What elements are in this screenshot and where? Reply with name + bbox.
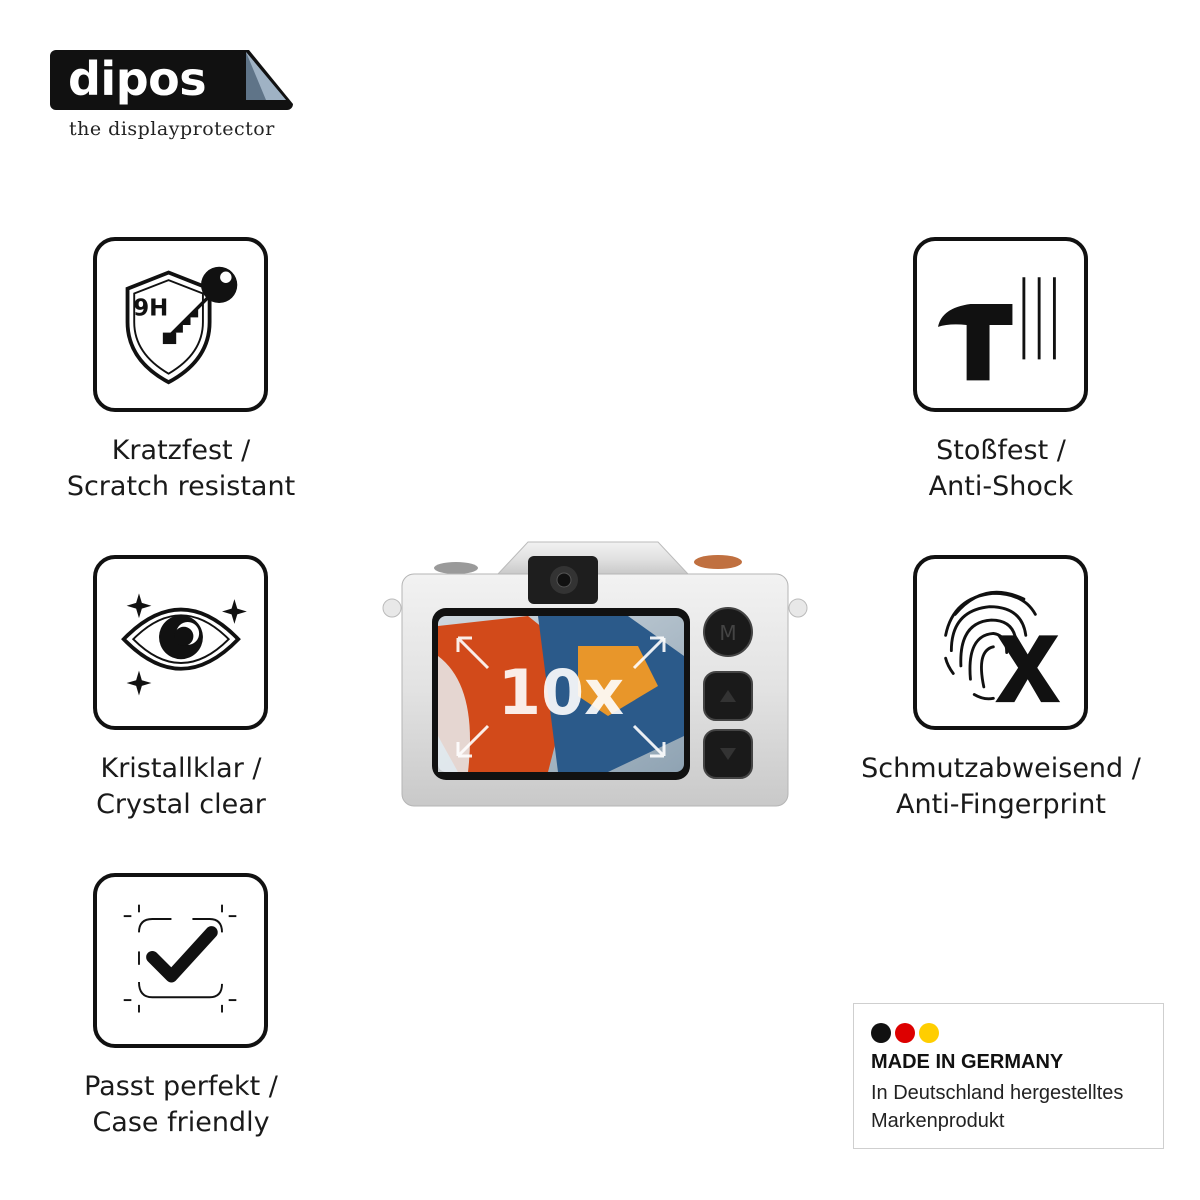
caption-en: Case friendly (92, 1107, 270, 1138)
made-in-germany-badge: MADE IN GERMANY In Deutschland hergestel… (853, 1003, 1164, 1149)
feature-caption: Kristallklar / Crystal clear (0, 751, 381, 823)
svg-text:9H: 9H (133, 295, 168, 321)
fingerprint-x-icon (944, 590, 1061, 703)
caption-en: Crystal clear (96, 789, 266, 820)
caption-de: Kratzfest / (111, 435, 251, 466)
brand-logo: dipos the displayprotector (50, 50, 295, 145)
caption-en: Anti-Fingerprint (896, 789, 1106, 820)
icon-frame (913, 237, 1088, 412)
feature-caption: Schmutzabweisend / Anti-Fingerprint (801, 751, 1200, 823)
caption-de: Kristallklar / (100, 753, 262, 784)
hammer-impact-icon (937, 277, 1056, 381)
mode-button-label: M (719, 621, 736, 645)
made-in-germany-subtitle: In Deutschland hergestelltes Markenprodu… (871, 1079, 1123, 1135)
zoom-label: 10x (498, 656, 624, 729)
logo-wordmark: dipos (68, 52, 207, 106)
made-subtitle-line1: In Deutschland hergestelltes (871, 1082, 1124, 1104)
flag-dot-red (895, 1023, 915, 1043)
checkmark-frame-icon (123, 904, 237, 1013)
icon-frame (93, 555, 268, 730)
icon-frame (93, 873, 268, 1048)
caption-de: Stoßfest / (936, 435, 1066, 466)
flag-dot-black (871, 1023, 891, 1043)
peel-corner-icon (246, 50, 293, 104)
flag-dot-gold (919, 1023, 939, 1043)
feature-caption: Stoßfest / Anti-Shock (801, 433, 1200, 505)
made-subtitle-line2: Markenprodukt (871, 1110, 1005, 1132)
caption-en: Anti-Shock (928, 471, 1074, 502)
icon-frame: 9H (93, 237, 268, 412)
icon-frame (913, 555, 1088, 730)
german-flag-dots (871, 1023, 943, 1043)
made-in-germany-title: MADE IN GERMANY (871, 1051, 1064, 1073)
feature-caption: Passt perfekt / Case friendly (0, 1069, 381, 1141)
caption-de: Schmutzabweisend / (861, 753, 1141, 784)
logo-badge: dipos (50, 50, 293, 110)
eye-sparkle-icon (121, 593, 247, 696)
caption-de: Passt perfekt / (84, 1071, 278, 1102)
kids-camera-product-image: 10x M (382, 541, 808, 807)
logo-tagline: the displayprotector (69, 118, 275, 140)
shield-key-9h-icon: 9H (125, 266, 238, 385)
feature-caption: Kratzfest / Scratch resistant (0, 433, 381, 505)
caption-en: Scratch resistant (66, 471, 296, 502)
